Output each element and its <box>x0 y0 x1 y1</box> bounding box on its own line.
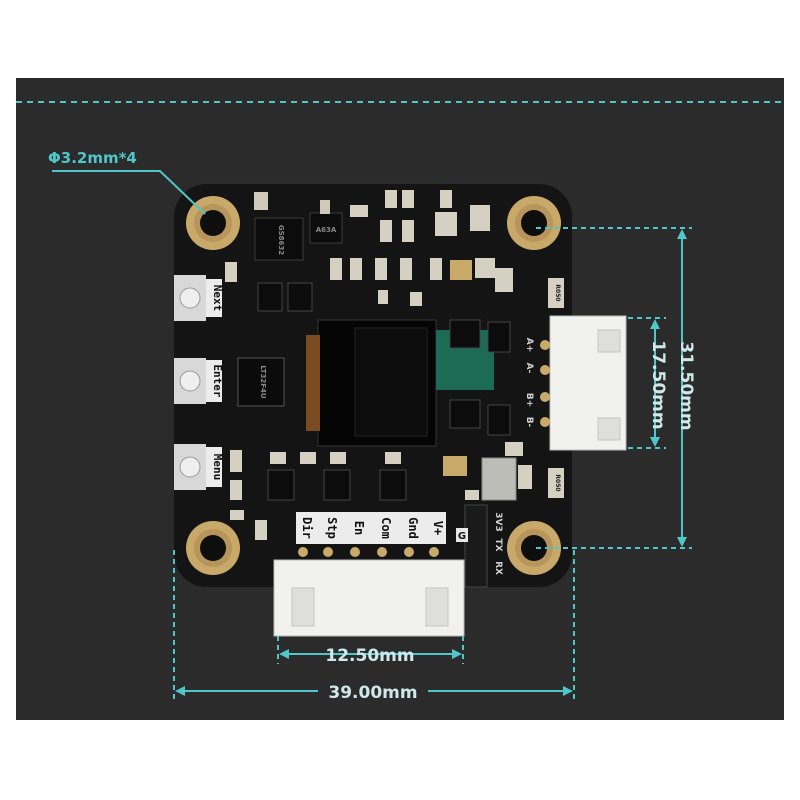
ic-chip-top: GS8632 A63A <box>254 192 343 261</box>
svg-text:RX: RX <box>493 561 503 575</box>
dim-bottom-connector <box>277 636 464 664</box>
svg-text:G: G <box>458 531 466 542</box>
svg-text:LT32F4U: LT32F4U <box>259 365 267 398</box>
menu-button-label: Menu <box>211 454 224 481</box>
svg-text:R050: R050 <box>554 474 561 491</box>
mcu-chip: LT32F4U <box>237 357 285 407</box>
dim-hole-horizontal-label: 39.00mm <box>328 683 417 703</box>
enter-button[interactable]: Enter <box>174 358 224 404</box>
dim-connector-height <box>628 317 666 449</box>
menu-button[interactable]: Menu <box>174 444 224 490</box>
svg-text:A-: A- <box>524 363 534 374</box>
mounting-hole-top-right <box>507 196 561 250</box>
pin-stp: Stp <box>325 517 339 539</box>
dim-connector-height-label: 17.50mm <box>648 340 668 429</box>
hole-spec-label: Φ3.2mm*4 <box>48 149 137 167</box>
motor-connector <box>540 315 627 451</box>
pin-dir: Dir <box>300 517 314 539</box>
control-connector <box>273 559 465 637</box>
hole-spec-callout: Φ3.2mm*4 <box>48 149 206 215</box>
dim-hole-vertical-label: 31.50mm <box>676 341 696 430</box>
bottom-pin-labels: Dir Stp En Com Gnd V+ <box>296 512 446 557</box>
mounting-hole-bottom-right <box>507 521 561 575</box>
svg-text:B-: B- <box>524 417 534 428</box>
crystal <box>481 457 517 501</box>
motor-pin-labels: A+ A- B+ B- <box>524 338 534 428</box>
enter-button-label: Enter <box>211 364 224 397</box>
ic2-label: A63A <box>316 226 337 234</box>
next-button[interactable]: Next <box>174 275 224 321</box>
pin-vplus: V+ <box>431 521 445 535</box>
pin-en: En <box>352 521 366 535</box>
sense-resistor-bottom: R050 <box>548 468 564 498</box>
svg-text:TX: TX <box>493 538 503 551</box>
svg-text:B+: B+ <box>524 393 534 407</box>
uart-header: G 3V3 TX RX <box>456 504 503 588</box>
oled-screen <box>306 319 494 447</box>
mounting-hole-bottom-left <box>186 521 240 575</box>
pin-gnd: Gnd <box>406 517 420 539</box>
next-button-label: Next <box>211 285 224 312</box>
sense-resistor-top: R050 <box>548 278 564 308</box>
svg-text:R050: R050 <box>554 284 561 301</box>
ic1-label: GS8632 <box>277 225 285 255</box>
svg-text:3V3: 3V3 <box>493 512 503 532</box>
passive-components <box>225 190 532 540</box>
dim-bottom-connector-label: 12.50mm <box>325 646 414 666</box>
dim-hole-vertical <box>536 227 692 549</box>
pcb-board: GS8632 A63A <box>172 182 627 589</box>
small-chips <box>257 282 407 501</box>
svg-text:A+: A+ <box>524 338 534 353</box>
pin-com: Com <box>379 517 393 539</box>
driver-chips <box>449 319 511 436</box>
